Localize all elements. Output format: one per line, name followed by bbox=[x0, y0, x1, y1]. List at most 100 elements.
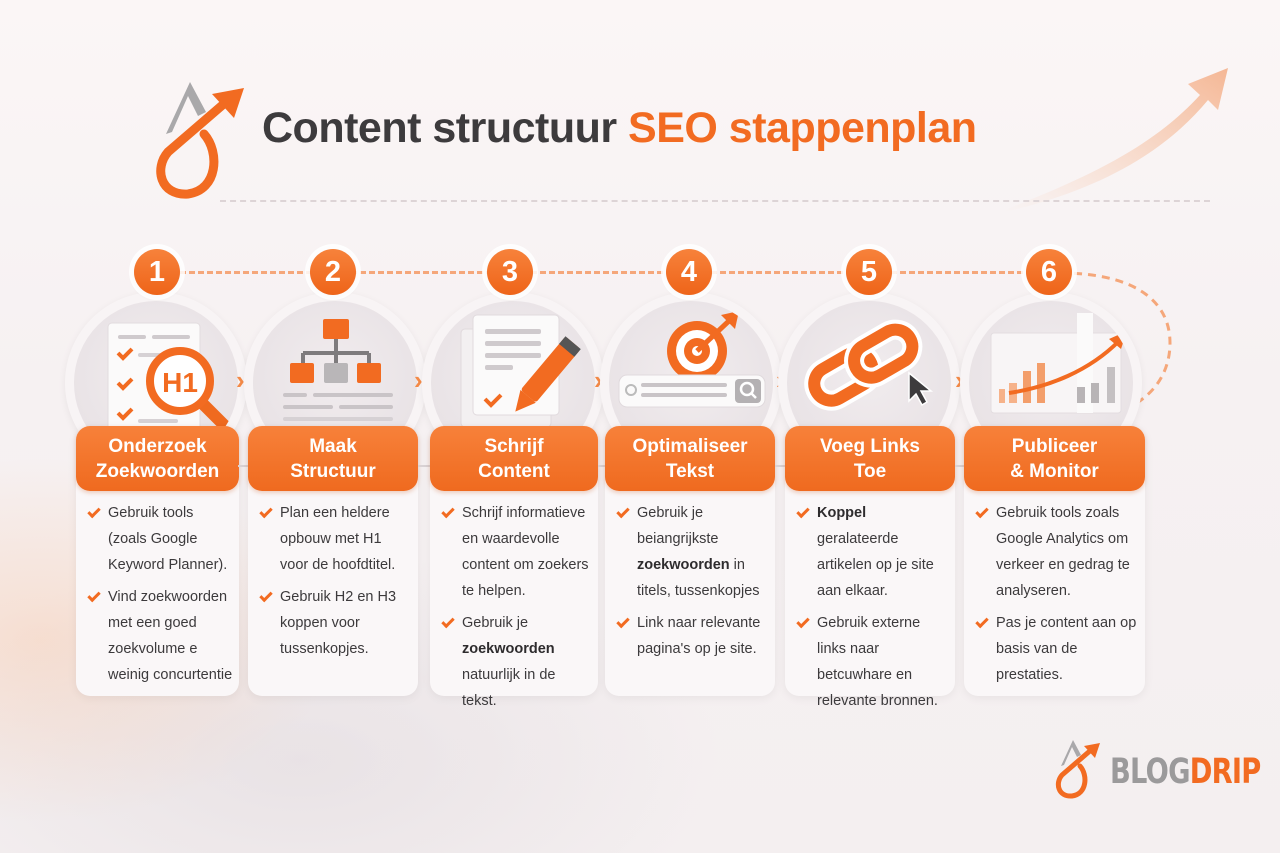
chevron-right-icon: › bbox=[955, 367, 964, 393]
title-line: Publiceer bbox=[1011, 435, 1098, 457]
page-title: Content structuur SEO stappenplan bbox=[262, 104, 977, 153]
card-connector bbox=[418, 465, 430, 467]
step-card-title: Schrijf Content bbox=[430, 426, 598, 491]
bullet-item: Gebruik tools zoals Google Analytics om … bbox=[975, 500, 1139, 604]
bullet-item: Koppel geralateerde artikelen op je site… bbox=[796, 500, 949, 604]
brand-part-drip: DRIP bbox=[1189, 752, 1262, 792]
title-accent: SEO stappenplan bbox=[628, 104, 977, 152]
check-icon bbox=[796, 614, 810, 629]
step-card-1: Onderzoek Zoekwoorden Gebruik tools (zoa… bbox=[76, 426, 239, 696]
bullet-text: Gebruik tools (zoals Google Keyword Plan… bbox=[108, 505, 228, 573]
bullet-item: Schrijf informatieve en waardevolle cont… bbox=[441, 500, 592, 604]
title-line: & Monitor bbox=[1010, 460, 1099, 482]
bullet-item: Gebruik tools (zoals Google Keyword Plan… bbox=[87, 500, 233, 578]
bullet-item: Gebruik je beiangrijkste zoekwoorden in … bbox=[616, 500, 769, 604]
bullet-text: geralateerde artikelen op je site aan el… bbox=[817, 531, 934, 599]
step-card-title: Publiceer & Monitor bbox=[964, 426, 1145, 491]
bullet-item: Gebruik externe links naar betcuwhare en… bbox=[796, 610, 949, 714]
title-line: Optimaliseer bbox=[632, 435, 748, 457]
step-card-body: Gebruik je beiangrijkste zoekwoorden in … bbox=[616, 500, 769, 668]
svg-text:H1: H1 bbox=[162, 367, 198, 398]
bullet-text: Gebruik je beiangrijkste bbox=[637, 505, 719, 547]
check-icon bbox=[616, 504, 630, 519]
steps-dashed-connector bbox=[180, 271, 1050, 274]
title-line: Structuur bbox=[290, 460, 376, 482]
card-connector bbox=[955, 465, 967, 467]
check-icon bbox=[441, 504, 455, 519]
bullet-keyword: zoekwoorden bbox=[462, 641, 555, 657]
step-card-body: Gebruik tools zoals Google Analytics om … bbox=[975, 500, 1139, 694]
brand-wordmark: BLOGDRIP bbox=[1110, 752, 1262, 792]
step-card-title: Onderzoek Zoekwoorden bbox=[76, 426, 239, 491]
card-connector bbox=[598, 465, 610, 467]
document-h1-magnifier-icon: H1 bbox=[107, 322, 230, 434]
bullet-item: Link naar relevante pagina's op je site. bbox=[616, 610, 769, 662]
step-4-number-badge: 4 bbox=[666, 249, 712, 295]
check-icon bbox=[616, 614, 630, 629]
bar-chart-growth-icon bbox=[990, 313, 1127, 414]
title-line: Maak bbox=[309, 435, 357, 457]
divider-dashed bbox=[220, 200, 1210, 202]
card-connector bbox=[238, 465, 250, 467]
step-1-icon-circle: H1 bbox=[65, 292, 247, 474]
hierarchy-sitemap-icon bbox=[283, 319, 393, 421]
check-icon bbox=[259, 588, 273, 603]
bullet-text: Schrijf informatieve en waardevolle cont… bbox=[462, 505, 589, 599]
card-connector bbox=[775, 465, 787, 467]
step-card-title: Optimaliseer Tekst bbox=[605, 426, 775, 491]
brand-part-blog: BLOG bbox=[1110, 752, 1191, 792]
growth-arrow-icon bbox=[1005, 68, 1228, 212]
bullet-text: Pas je content aan op basis van de prest… bbox=[996, 615, 1137, 683]
check-icon bbox=[87, 504, 101, 519]
bullet-text: Gebruik externe links naar betcuwhare en… bbox=[817, 615, 938, 709]
bullet-item: Gebruik je zoekwoorden natuurlijk in de … bbox=[441, 610, 592, 714]
chain-link-cursor-icon bbox=[804, 319, 934, 411]
title-line: Voeg Links bbox=[820, 435, 920, 457]
check-icon bbox=[87, 588, 101, 603]
check-icon bbox=[259, 504, 273, 519]
step-card-body: Koppel geralateerde artikelen op je site… bbox=[796, 500, 949, 720]
bullet-text: Link naar relevante pagina's op je site. bbox=[637, 615, 761, 657]
bullet-item: Gebruik H2 en H3 koppen voor tussenkopje… bbox=[259, 584, 412, 662]
step-card-title: Voeg Links Toe bbox=[785, 426, 955, 491]
bullet-item: Vind zoekwoorden met een goed zoekvolume… bbox=[87, 584, 233, 688]
step-card-2: Maak Structuur Plan een heldere opbouw m… bbox=[248, 426, 418, 696]
step-card-title: Maak Structuur bbox=[248, 426, 418, 491]
step-card-6: Publiceer & Monitor Gebruik tools zoals … bbox=[964, 426, 1145, 696]
title-line: Tekst bbox=[665, 460, 715, 482]
step-card-body: Gebruik tools (zoals Google Keyword Plan… bbox=[87, 500, 233, 694]
check-icon bbox=[975, 614, 989, 629]
title-line: Onderzoek bbox=[108, 435, 207, 457]
bullet-item: Plan een heldere opbouw met H1 voor de h… bbox=[259, 500, 412, 578]
bullet-text: Gebruik je bbox=[462, 615, 529, 631]
bullet-item: Pas je content aan op basis van de prest… bbox=[975, 610, 1139, 688]
bullet-text: Gebruik tools zoals Google Analytics om … bbox=[996, 505, 1130, 599]
title-line: Content bbox=[478, 460, 550, 482]
step-6-number-badge: 6 bbox=[1026, 249, 1072, 295]
document-pencil-icon bbox=[460, 314, 581, 428]
chevron-right-icon: › bbox=[414, 365, 423, 395]
bullet-text: Gebruik H2 en H3 koppen voor tussenkopje… bbox=[280, 589, 397, 657]
check-icon bbox=[441, 614, 455, 629]
chevron-right-icon: › bbox=[236, 365, 245, 395]
step-2-number-badge: 2 bbox=[310, 249, 356, 295]
bullet-text: Plan een heldere opbouw met H1 voor de h… bbox=[280, 505, 396, 573]
title-line: Schrijf bbox=[484, 435, 544, 457]
bullet-text: in titels, tussenkopjes bbox=[637, 557, 760, 599]
bullet-text: natuurlijk in de tekst. bbox=[462, 667, 556, 709]
bullet-keyword: zoekwoorden bbox=[637, 557, 730, 573]
step-card-5: Voeg Links Toe Koppel geralateerde artik… bbox=[785, 426, 955, 709]
step-card-body: Schrijf informatieve en waardevolle cont… bbox=[441, 500, 592, 720]
bullet-text: Vind zoekwoorden met een goed zoekvolume… bbox=[108, 589, 233, 683]
target-searchbar-icon bbox=[618, 311, 766, 408]
step-card-body: Plan een heldere opbouw met H1 voor de h… bbox=[259, 500, 412, 668]
check-icon bbox=[975, 504, 989, 519]
title-main: Content structuur bbox=[262, 104, 617, 152]
bullet-keyword: Koppel bbox=[817, 505, 867, 521]
blogdrip-logo-icon bbox=[1055, 740, 1100, 799]
title-line: Zoekwoorden bbox=[95, 460, 220, 482]
step-card-4: Optimaliseer Tekst Gebruik je beiangrijk… bbox=[605, 426, 775, 696]
check-icon bbox=[796, 504, 810, 519]
chevron-right-icon: › bbox=[594, 365, 603, 395]
title-line: Toe bbox=[853, 460, 887, 482]
